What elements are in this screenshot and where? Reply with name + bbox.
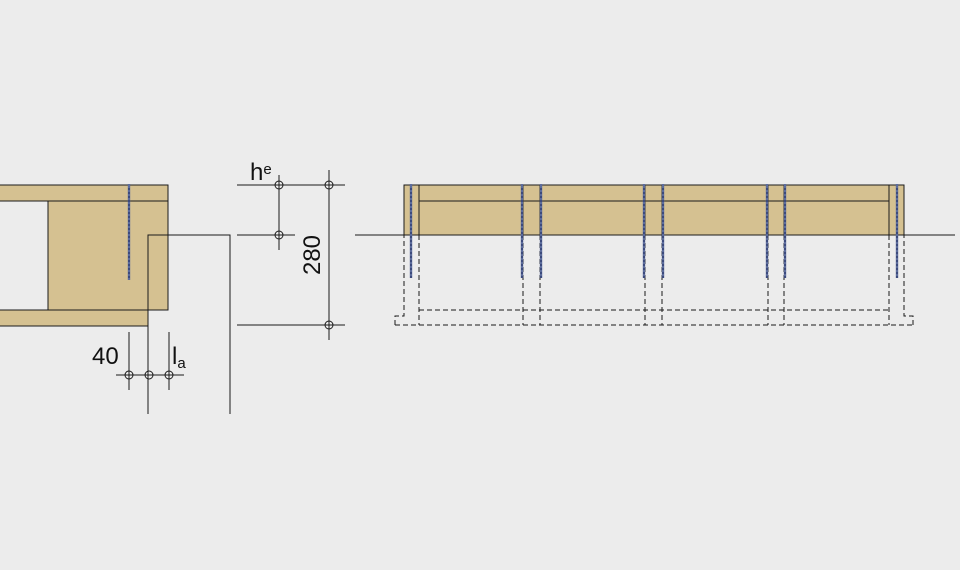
embedment-depth-label: he (250, 159, 272, 186)
horizontal-dimension: 40 la (92, 332, 186, 390)
elevation-view (355, 184, 955, 326)
dim-node (144, 370, 154, 380)
edge-distance-label: 40 (92, 343, 119, 370)
top-flange-board (0, 184, 169, 202)
bottom-flange-board (0, 309, 149, 327)
dim-node (274, 180, 284, 190)
total-height-label: 280 (299, 235, 326, 275)
dim-node (164, 370, 174, 380)
slab-elevation (403, 184, 905, 236)
hidden-support-outline (394, 235, 914, 326)
anchorage-length-label: la (172, 343, 186, 372)
dim-node (274, 230, 284, 240)
vertical-dimension-chain: he 280 (237, 159, 345, 340)
cross-section-view: 40 la (0, 184, 231, 414)
dim-node (324, 180, 334, 190)
web-block (47, 200, 169, 311)
support-outline (147, 234, 231, 414)
dim-node (324, 320, 334, 330)
dim-node (124, 370, 134, 380)
